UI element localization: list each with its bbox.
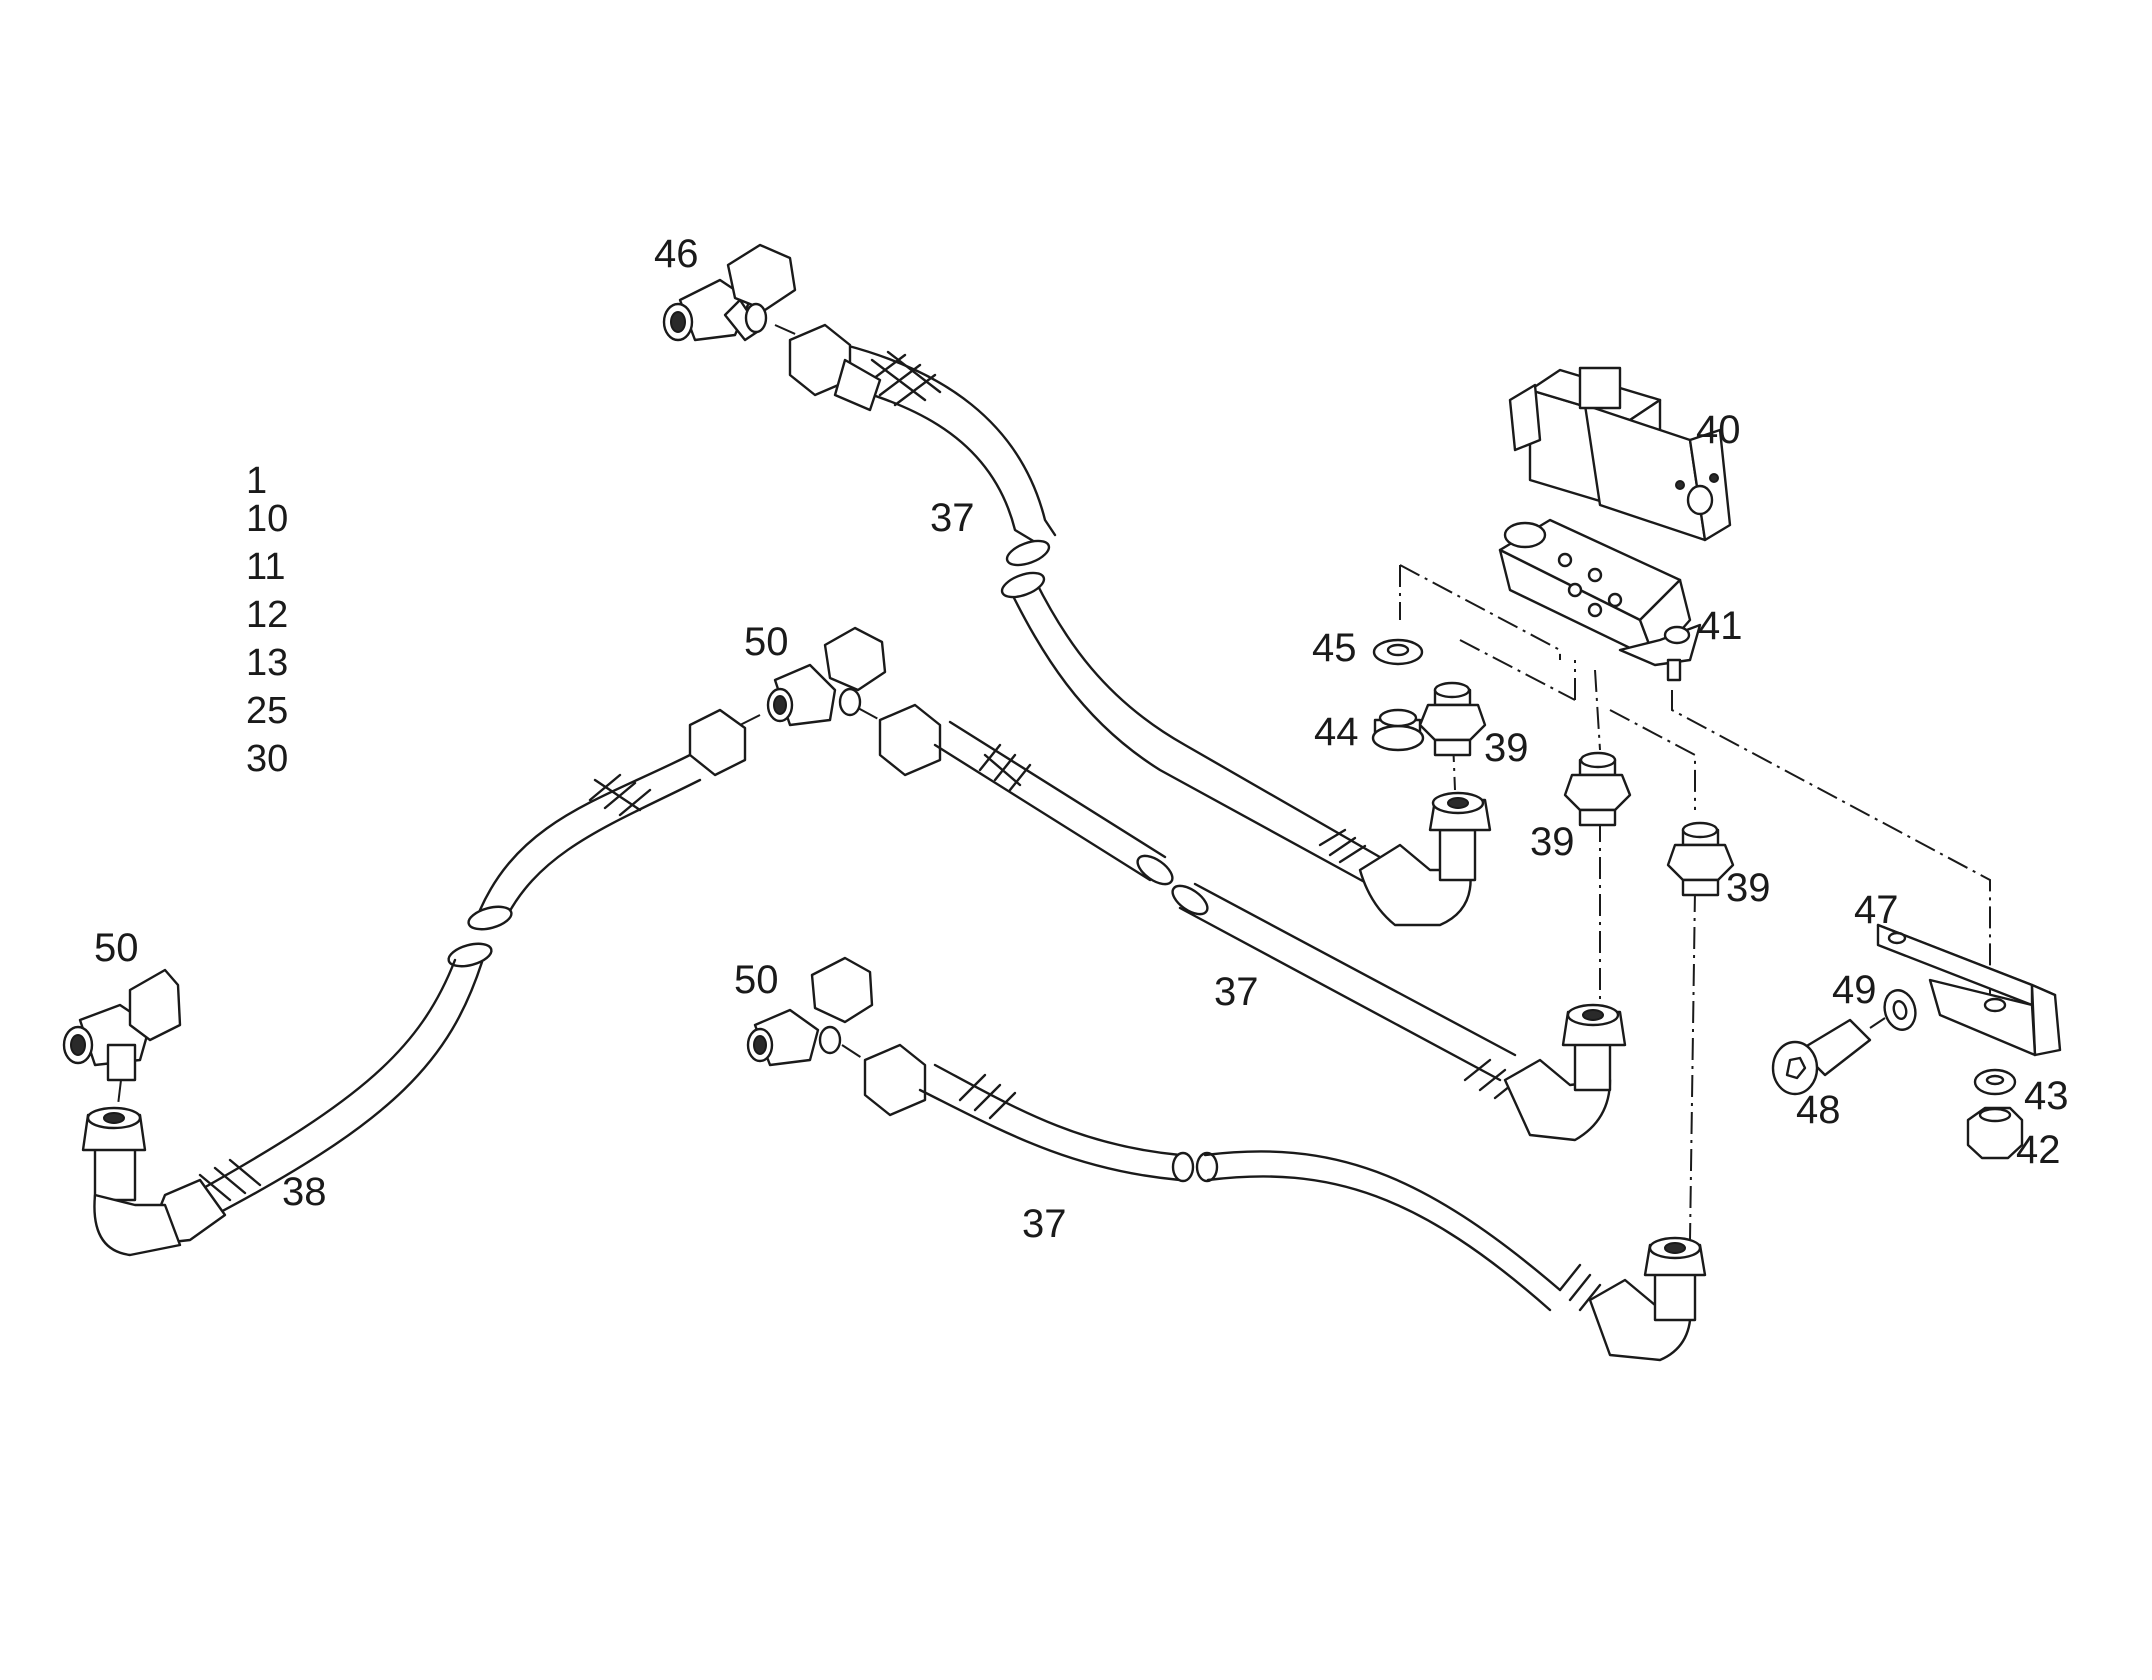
reference-item-7: 30 [246, 738, 289, 780]
washer-49 [1883, 989, 1917, 1031]
callout-37-top: 37 [930, 496, 975, 540]
callout-39-c: 39 [1726, 866, 1771, 910]
callout-46: 46 [654, 232, 699, 276]
tee-fitting-46 [662, 243, 797, 342]
reference-item-3: 11 [246, 546, 286, 588]
plug-44 [1371, 708, 1425, 752]
mounting-plate-41 [1498, 518, 1702, 682]
seal-ring-45 [1372, 638, 1424, 666]
callout-47: 47 [1854, 888, 1899, 932]
hose-ferrule-37-top [833, 358, 882, 412]
reference-item-1: 1 [246, 460, 268, 502]
hose-37-middle [878, 703, 1627, 1142]
reference-item-5: 13 [246, 642, 289, 684]
tee-fitting-50-upper [766, 626, 887, 727]
bracket-47 [1876, 923, 2062, 1057]
callout-40: 40 [1696, 408, 1741, 452]
solenoid-valve-40 [1508, 366, 1732, 542]
hose-37-top [818, 343, 1492, 927]
callout-37-bottom: 37 [1022, 1202, 1067, 1246]
tee-fitting-50-left [62, 968, 182, 1082]
washer-43 [1973, 1068, 2017, 1096]
tee-fitting-50-lower [746, 956, 874, 1067]
callout-42: 42 [2016, 1128, 2061, 1172]
callout-49: 49 [1832, 968, 1877, 1012]
callout-44: 44 [1314, 710, 1359, 754]
hose-37-bottom [863, 1043, 1707, 1362]
reference-item-2: 10 [246, 498, 289, 540]
callout-39-a: 39 [1484, 726, 1529, 770]
callout-37-middle: 37 [1214, 970, 1259, 1014]
union-fitting-39-a [1418, 681, 1487, 757]
reference-item-6: 25 [246, 690, 289, 732]
nut-42 [1966, 1106, 2024, 1160]
hose-38 [81, 708, 747, 1257]
union-fitting-39-c [1666, 821, 1735, 897]
callout-45: 45 [1312, 626, 1357, 670]
callout-39-b: 39 [1530, 820, 1575, 864]
callout-50-lower: 50 [734, 958, 779, 1002]
union-fitting-39-b [1563, 751, 1632, 827]
callout-50-upper: 50 [744, 620, 789, 664]
callout-43: 43 [2024, 1074, 2069, 1118]
reference-item-4: 12 [246, 594, 289, 636]
cap-screw-48 [1771, 1018, 1872, 1096]
callout-50-left: 50 [94, 926, 139, 970]
callout-38: 38 [282, 1170, 327, 1214]
callout-41: 41 [1698, 604, 1743, 648]
callout-48: 48 [1796, 1088, 1841, 1132]
